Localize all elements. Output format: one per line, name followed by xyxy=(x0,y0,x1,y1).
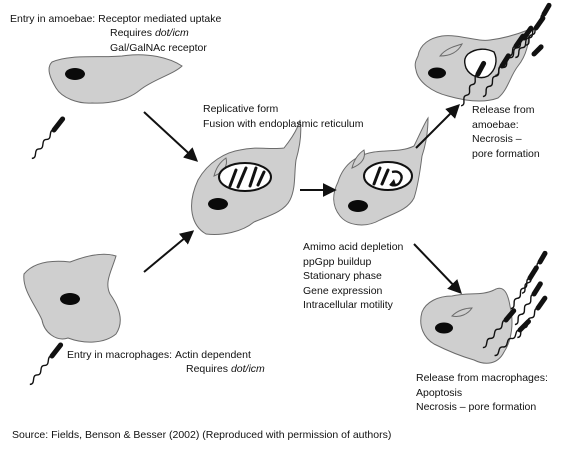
macrophage-entry-dot-icm: dot/icm xyxy=(230,363,265,375)
host-cell-stationary xyxy=(333,116,429,226)
host-cell-replicative xyxy=(191,119,302,235)
release-macrophages-line1: Release from macrophages: xyxy=(416,372,548,384)
release-macrophages-line3: Necrosis – pore formation xyxy=(416,401,537,413)
bacterium-icon xyxy=(514,281,543,326)
stationary-nucleus xyxy=(348,200,368,212)
amoebae-entry-line1: Receptor mediated uptake xyxy=(98,13,222,25)
bacteria-group xyxy=(29,2,552,386)
stationary-line3: Stationary phase xyxy=(303,270,382,282)
macrophage-entry-requires: Requires xyxy=(186,363,231,375)
label-release-amoebae: Release from amoebae: Necrosis – pore fo… xyxy=(472,103,540,161)
stationary-vacuole xyxy=(363,161,413,191)
label-amoebae-entry: Entry in amoebae: Receptor mediated upta… xyxy=(10,12,221,27)
bacterium-icon xyxy=(31,116,66,160)
arrow-stationary-to-macrophage-release xyxy=(413,243,462,295)
label-replicative: Replicative form Fusion with endoplasmic… xyxy=(203,102,363,131)
bacterium-icon xyxy=(482,53,511,98)
source-caption: Source: Fields, Benson & Besser (2002) (… xyxy=(12,429,392,441)
amoebae-entry-dot-icm: dot/icm xyxy=(154,27,189,39)
stationary-line2: ppGpp buildup xyxy=(303,255,372,268)
bacterium-icon xyxy=(460,60,487,107)
release-amoebae-line2: amoebae: xyxy=(472,118,519,131)
release-amoeba-nucleus xyxy=(428,67,446,79)
release-amoebae-line1: Release from xyxy=(472,104,535,116)
bacterium-icon xyxy=(494,319,531,357)
release-amoebae-line4: pore formation xyxy=(472,147,540,160)
amoeba-release-cell xyxy=(414,29,529,102)
stationary-line1: Amimo acid depletion xyxy=(303,241,404,253)
label-macrophage-entry: Entry in macrophages: Actin dependent xyxy=(67,348,251,363)
release-amoebae-line3: Necrosis – xyxy=(472,133,522,145)
amoeba-cell xyxy=(48,54,183,104)
host-nucleus xyxy=(208,198,228,210)
macrophage-release-cell xyxy=(420,287,513,364)
amoebae-entry-line3: Gal/GalNAc receptor xyxy=(110,41,207,54)
release-macrophages-line2: Apoptosis xyxy=(416,386,463,399)
bacterium-icon xyxy=(510,265,539,310)
replicative-line2: Fusion with endoplasmic reticulum xyxy=(203,117,364,130)
macrophage-cell xyxy=(23,253,121,343)
bacterium-icon xyxy=(525,2,552,46)
stationary-line5: Intracellular motility xyxy=(303,299,393,311)
macrophage-entry-prefix: Entry in macrophages: xyxy=(67,349,173,361)
macrophage-entry-line1: Actin dependent xyxy=(174,349,251,361)
arrow-macrophage-to-replicative xyxy=(143,230,195,273)
stationary-line4: Gene expression xyxy=(303,284,383,297)
bacterium-icon xyxy=(482,308,517,349)
amoebae-entry-requires: Requires xyxy=(110,27,155,39)
replicative-vacuole xyxy=(218,162,272,192)
label-stationary: Amimo acid depletion ppGpp buildup Stati… xyxy=(303,240,403,313)
release-macrophage-nucleus xyxy=(435,322,453,334)
amoeba-nucleus xyxy=(65,68,85,80)
bacterium-icon xyxy=(531,44,544,57)
label-release-macrophages: Release from macrophages: Apoptosis Necr… xyxy=(416,371,548,415)
amoebae-entry-prefix: Entry in amoebae: xyxy=(10,13,96,25)
label-amoebae-entry-details: Requires dot/icm Gal/GalNAc receptor xyxy=(110,26,207,55)
bacterium-icon xyxy=(521,250,548,294)
label-macrophage-entry-details: Requires dot/icm xyxy=(186,362,265,377)
arrow-amoeba-to-replicative xyxy=(143,111,199,162)
macrophage-nucleus xyxy=(60,293,80,305)
replicative-line1: Replicative form xyxy=(203,103,279,115)
arrow-stationary-to-amoeba-release xyxy=(415,104,460,149)
bacterium-icon xyxy=(29,342,64,386)
